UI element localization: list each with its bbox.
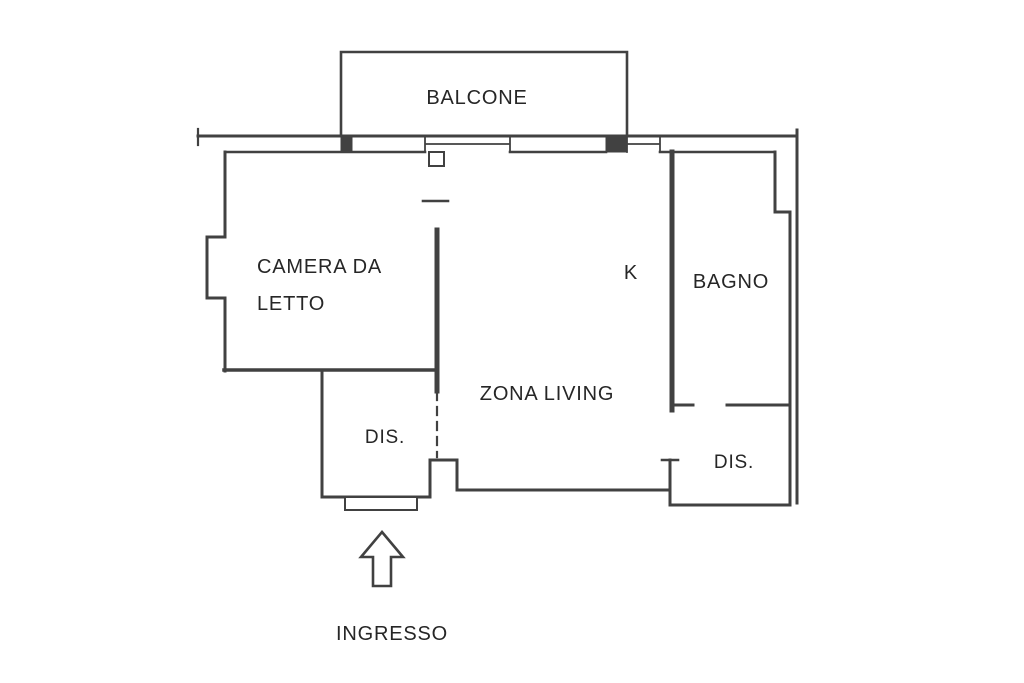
bedroom-left-wall: [205, 150, 227, 373]
label-camera-da-letto-line1: CAMERA DA: [257, 256, 382, 278]
balcony-left-pier: [340, 136, 353, 153]
balcony-walls: [339, 50, 629, 138]
entrance-arrow: [358, 529, 406, 588]
label-camera-da-letto-line2: LETTO: [257, 293, 325, 315]
window-1: [424, 135, 511, 153]
window-2: [626, 135, 661, 153]
label-dis-right: DIS.: [714, 452, 754, 473]
right-dis-walls: [668, 402, 792, 507]
dis-left-walls: [320, 368, 672, 499]
entrance-door-sill: [344, 496, 418, 511]
label-kitchen: K: [624, 262, 638, 284]
balcony-right-pier: [605, 136, 627, 153]
right-inner-wall: [773, 150, 792, 407]
label-bagno: BAGNO: [693, 271, 769, 293]
label-dis-left: DIS.: [365, 427, 405, 448]
label-ingresso: INGRESSO: [336, 623, 448, 645]
window-1-door-leaf: [428, 151, 445, 167]
label-balcone: BALCONE: [426, 87, 527, 109]
label-zona-living: ZONA LIVING: [480, 383, 614, 405]
